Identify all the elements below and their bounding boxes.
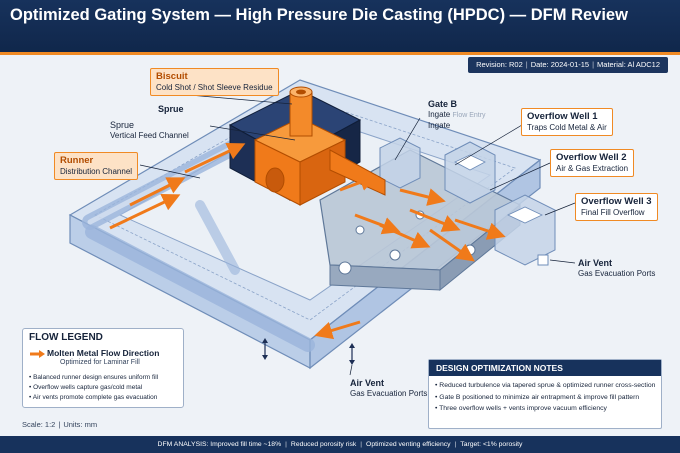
flow-arrow [399,188,446,206]
date-label: Date: 2024-01-15 [530,60,590,69]
overflow-well-2-title: Overflow Well 2 [556,152,627,163]
gate-b-desc-2: Ingate [428,121,451,130]
notes-item: • Gate B positioned to minimize air entr… [435,393,640,401]
overflow-well-1-title: Overflow Well 1 [527,111,598,122]
notes-list: • Reduced turbulence via tapered sprue &… [435,380,655,415]
notes-item-text: Three overflow wells + vents improve vac… [439,405,607,412]
biscuit-callout: Biscuit Cold Shot / Shot Sleeve Residue [150,68,279,96]
air-vent-right-title: Air Vent [578,258,613,268]
sprue-desc: Vertical Feed Channel [110,131,189,140]
runner-callout: Runner Distribution Channel [54,152,139,180]
air-vent-bottom-callout: Air Vent Gas Evacuation Ports [350,378,427,399]
notes-item-text: Reduced turbulence via tapered sprue & o… [439,382,656,389]
biscuit-desc: Cold Shot / Shot Sleeve Residue [156,83,273,92]
legend-item-sub: Optimized for Laminar Fill [60,359,140,366]
scale-info: Scale: 1:2|Units: mm [22,420,97,429]
separator: | [592,60,595,69]
gate-b-ingate: Ingate [428,110,451,119]
flow-arrow [454,218,506,240]
flow-arrow [409,208,461,232]
units-label: Units: mm [63,420,98,429]
overflow-well-2-callout: Overflow Well 2 Air & Gas Extraction [550,149,635,177]
legend-bullet-text: Balanced runner design ensures uniform f… [33,374,159,381]
footer-venting: Optimized venting efficiency [366,441,451,448]
leader-lines [139,91,576,376]
separator: | [285,441,287,448]
air-vent-right-desc: Gas Evacuation Ports [578,269,656,278]
air-vent-bottom-desc: Gas Evacuation Ports [350,389,428,398]
sprue-biscuit [253,86,386,206]
legend-bullet-text: Air vents promote complete gas evacuatio… [32,394,158,401]
overflow-well-1-desc: Traps Cold Metal & Air [527,123,607,132]
overflow-wells [379,137,556,266]
biscuit-title: Biscuit [156,71,188,82]
notes-item: • Three overflow wells + vents improve v… [435,405,607,412]
air-vent-right-callout: Air Vent Gas Evacuation Ports [578,258,655,279]
flow-arrow [429,228,475,262]
runner-desc: Distribution Channel [60,167,133,176]
gate-b-title: Gate B [428,99,458,109]
separator: | [525,60,528,69]
separator: | [454,441,457,448]
legend-bullet-list: • Balanced runner design ensures uniform… [29,373,158,403]
flow-arrow [339,173,378,192]
overflow-well-3-desc: Final Fill Overflow [581,208,645,217]
flow-arrow [109,194,181,230]
header-bar: Optimized Gating System — High Pressure … [0,0,680,55]
legend-bullet: • Air vents promote complete gas evacuat… [29,394,158,401]
legend-bullet-text: Overflow wells capture gas/cold metal [33,384,143,391]
gating-system-diagram [68,79,576,376]
flow-legend: FLOW LEGEND Molten Metal Flow Direction … [22,328,184,408]
legend-bullet: • Overflow wells capture gas/cold metal [29,384,143,391]
scale-label: Scale: 1:2 [22,420,56,429]
separator: | [58,420,61,429]
gate-b-callout: Gate B Ingate Flow Entry Ingate [428,99,486,131]
revision-label: Revision: R02 [476,60,523,69]
gate-b-extra: Flow Entry [452,112,486,119]
flow-arrow [379,223,431,249]
overflow-well-3-callout: Overflow Well 3 Final Fill Overflow [575,193,658,221]
overflow-well-3-title: Overflow Well 3 [581,196,652,207]
sprue-label: Sprue [110,120,135,130]
material-label: Material: Al ADC12 [597,60,660,69]
separator: | [360,441,363,448]
overflow-well-2-desc: Air & Gas Extraction [556,164,629,173]
sprue-callout: Sprue Vertical Feed Channel [110,120,189,141]
air-vent-bottom-title: Air Vent [350,378,385,388]
overflow-well-1-callout: Overflow Well 1 Traps Cold Metal & Air [521,108,613,136]
vent-markers [262,254,549,365]
footer-analysis: DFM ANALYSIS: Improved fill time ~18% [157,441,282,448]
notes-item: • Reduced turbulence via tapered sprue &… [435,382,656,389]
legend-bullet: • Balanced runner design ensures uniform… [29,374,159,381]
gate-b-desc: Ingate Flow Entry [428,110,486,121]
flow-arrows [109,142,506,340]
page-title: Optimized Gating System — High Pressure … [10,6,628,24]
sprue-title-callout: Sprue [158,104,184,115]
revision-info-bar: Revision: R02|Date: 2024-01-15|Material:… [468,57,668,73]
flow-arrow [314,320,361,340]
footer-porosity: Reduced porosity risk [290,441,357,448]
footer-bar: DFM ANALYSIS: Improved fill time ~18%|Re… [0,436,680,453]
legend-arrow-icon [30,350,45,358]
design-notes-panel: DESIGN OPTIMIZATION NOTES • Reduced turb… [428,359,662,429]
runner-title: Runner [60,155,94,166]
notes-item-text: Gate B positioned to minimize air entrap… [439,393,640,401]
notes-title: DESIGN OPTIMIZATION NOTES [429,360,661,376]
legend-item-label: Molten Metal Flow Direction [47,348,160,358]
sprue-title: Sprue [158,104,184,114]
flow-arrow [129,177,186,207]
footer-target: Target: <1% porosity [460,441,523,448]
legend-title: FLOW LEGEND [29,332,103,343]
flow-arrow [184,142,246,174]
